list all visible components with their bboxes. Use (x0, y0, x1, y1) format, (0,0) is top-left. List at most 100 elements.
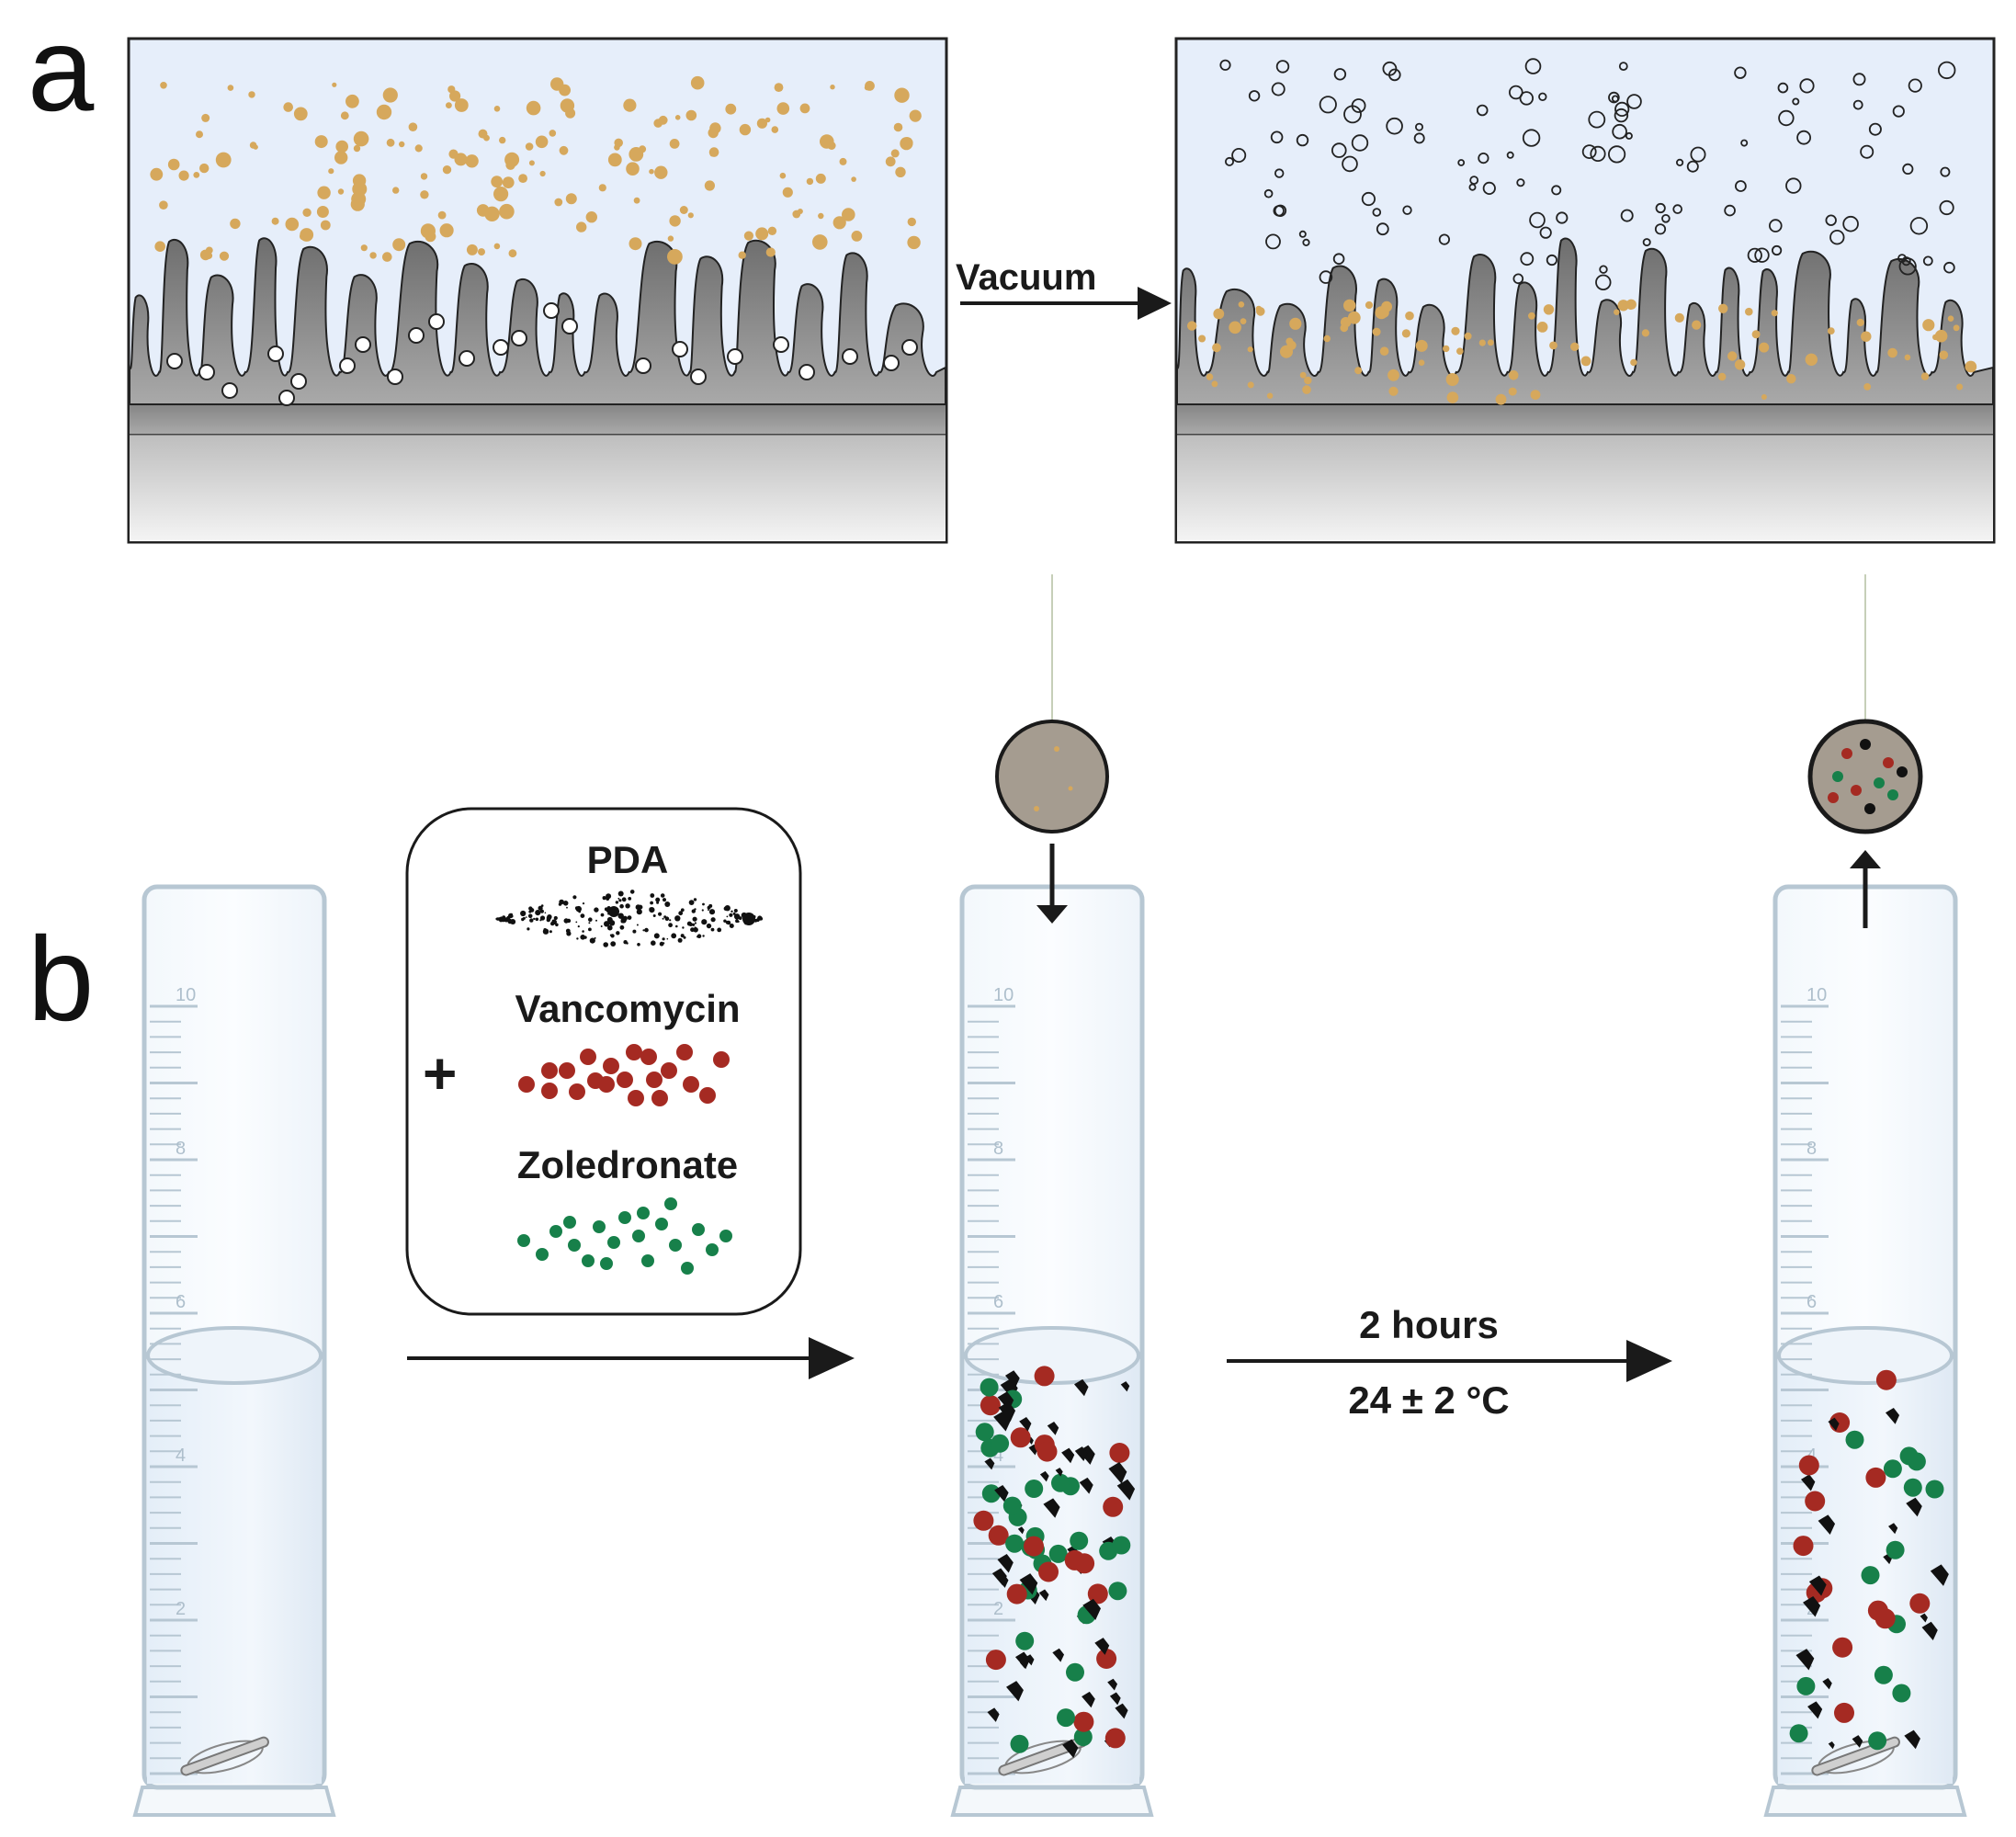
immerse-arrow-head (1036, 905, 1068, 924)
zoledronate-particle (618, 1211, 631, 1224)
pda-particle (693, 927, 698, 933)
air-bubble (1319, 96, 1337, 114)
incubation-step: 2 hours 24 ± 2 °C (1227, 1303, 1672, 1422)
vancomycin-particle (541, 1062, 558, 1079)
drug-particle (337, 188, 345, 195)
air-bubble (1376, 222, 1389, 236)
adsorbed-particle (1304, 376, 1312, 385)
pda-particle (582, 930, 584, 933)
pda-particle (588, 922, 591, 924)
air-bubble (278, 390, 295, 406)
pda-particle (666, 937, 669, 940)
air-bubble (408, 327, 425, 344)
air-bubble (883, 355, 900, 371)
pda-particle (692, 923, 696, 926)
zoledronate-particle (1048, 1544, 1068, 1563)
drug-particle (414, 144, 423, 153)
vancomycin-particle (1036, 1441, 1058, 1462)
drug-particle (199, 163, 210, 174)
adsorbed-particle (1887, 347, 1897, 358)
air-bubble (1219, 59, 1231, 71)
pda-aggregate (996, 1573, 1009, 1588)
air-bubble (1271, 82, 1285, 96)
vancomycin-particle (1793, 1536, 1814, 1557)
drug-particle (201, 113, 210, 122)
pda-aggregate (1808, 1575, 1827, 1596)
pda-particle (495, 917, 498, 921)
adsorbed-particle (1761, 394, 1767, 400)
pda-aggregate (1017, 1526, 1025, 1535)
air-bubble (1778, 109, 1795, 127)
zoledronate-particle (536, 1248, 549, 1261)
drug-particle (830, 85, 835, 90)
pda-aggregate (1828, 1417, 1840, 1431)
pda-particle (616, 931, 620, 936)
pda-aggregate (1822, 1678, 1832, 1690)
pda-particle (717, 927, 722, 933)
adsorbed-particle (1692, 320, 1702, 330)
incubation-temperature: 24 ± 2 °C (1348, 1378, 1509, 1422)
drug-particle (439, 223, 454, 238)
pda-particle (649, 907, 652, 911)
air-bubble (1539, 226, 1552, 239)
drug-particle (392, 238, 406, 252)
pda-aggregate (1885, 1407, 1900, 1424)
pda-particle (576, 937, 579, 940)
air-bubble (1860, 144, 1874, 159)
adsorbed-particle (1939, 350, 1949, 360)
drug-particle (386, 138, 395, 147)
drug-particle (332, 82, 337, 87)
drug-particle (525, 142, 534, 151)
adsorbed-particle (1536, 322, 1548, 333)
zoledronate-particle (1010, 1734, 1029, 1753)
coated-particle (1841, 748, 1852, 759)
pda-particle (588, 917, 593, 922)
substrate-base (1177, 434, 1993, 541)
coated-particle (1887, 789, 1898, 800)
air-bubble (1661, 214, 1671, 223)
drug-particle (508, 249, 517, 258)
pda-particle (537, 912, 539, 913)
drug-particle (317, 186, 331, 199)
adsorbed-particle (1920, 372, 1930, 380)
pda-aggregate (1052, 1648, 1065, 1662)
zoledronate-particle (1789, 1724, 1808, 1743)
zoledronate-particle (1025, 1480, 1044, 1498)
drug-particle (827, 142, 836, 150)
drug-particle (420, 190, 429, 199)
air-bubble (1724, 204, 1736, 217)
drug-particle (598, 184, 606, 192)
air-bubble (1388, 68, 1401, 82)
graduation-label: 10 (993, 985, 1014, 1005)
pda-particle (574, 906, 579, 911)
pda-aggregate (1818, 1514, 1836, 1536)
drug-particle (815, 173, 826, 184)
air-bubble (1686, 160, 1699, 173)
pda-particle (539, 909, 545, 913)
drug-particle (669, 215, 681, 227)
graduation-label: 6 (993, 1292, 1003, 1312)
adsorbed-particle (1630, 358, 1637, 367)
drug-particle (708, 147, 719, 157)
pda-particle (577, 925, 580, 928)
zoledronate-particle (975, 1423, 994, 1442)
sample-particle (1034, 806, 1039, 811)
pda-particle (702, 902, 705, 906)
pda-particle (629, 890, 635, 894)
drug-particle (539, 170, 546, 177)
pda-particle (606, 893, 612, 900)
pda-particle (663, 942, 665, 945)
adsorbed-particle (1418, 359, 1425, 367)
drug-particle (894, 87, 910, 103)
vancomycin-particle (1875, 1369, 1897, 1390)
air-bubble (1361, 191, 1376, 207)
adsorbed-particle (1388, 386, 1399, 396)
pda-aggregate (1906, 1497, 1922, 1517)
vancomycin-particle (1096, 1649, 1117, 1669)
pda-aggregate (1074, 1446, 1088, 1462)
air-bubble (339, 357, 356, 374)
pda-particle (604, 907, 608, 912)
drug-particle (890, 149, 900, 158)
vancomycin-particle (980, 1395, 1001, 1416)
drug-particle (483, 134, 490, 142)
